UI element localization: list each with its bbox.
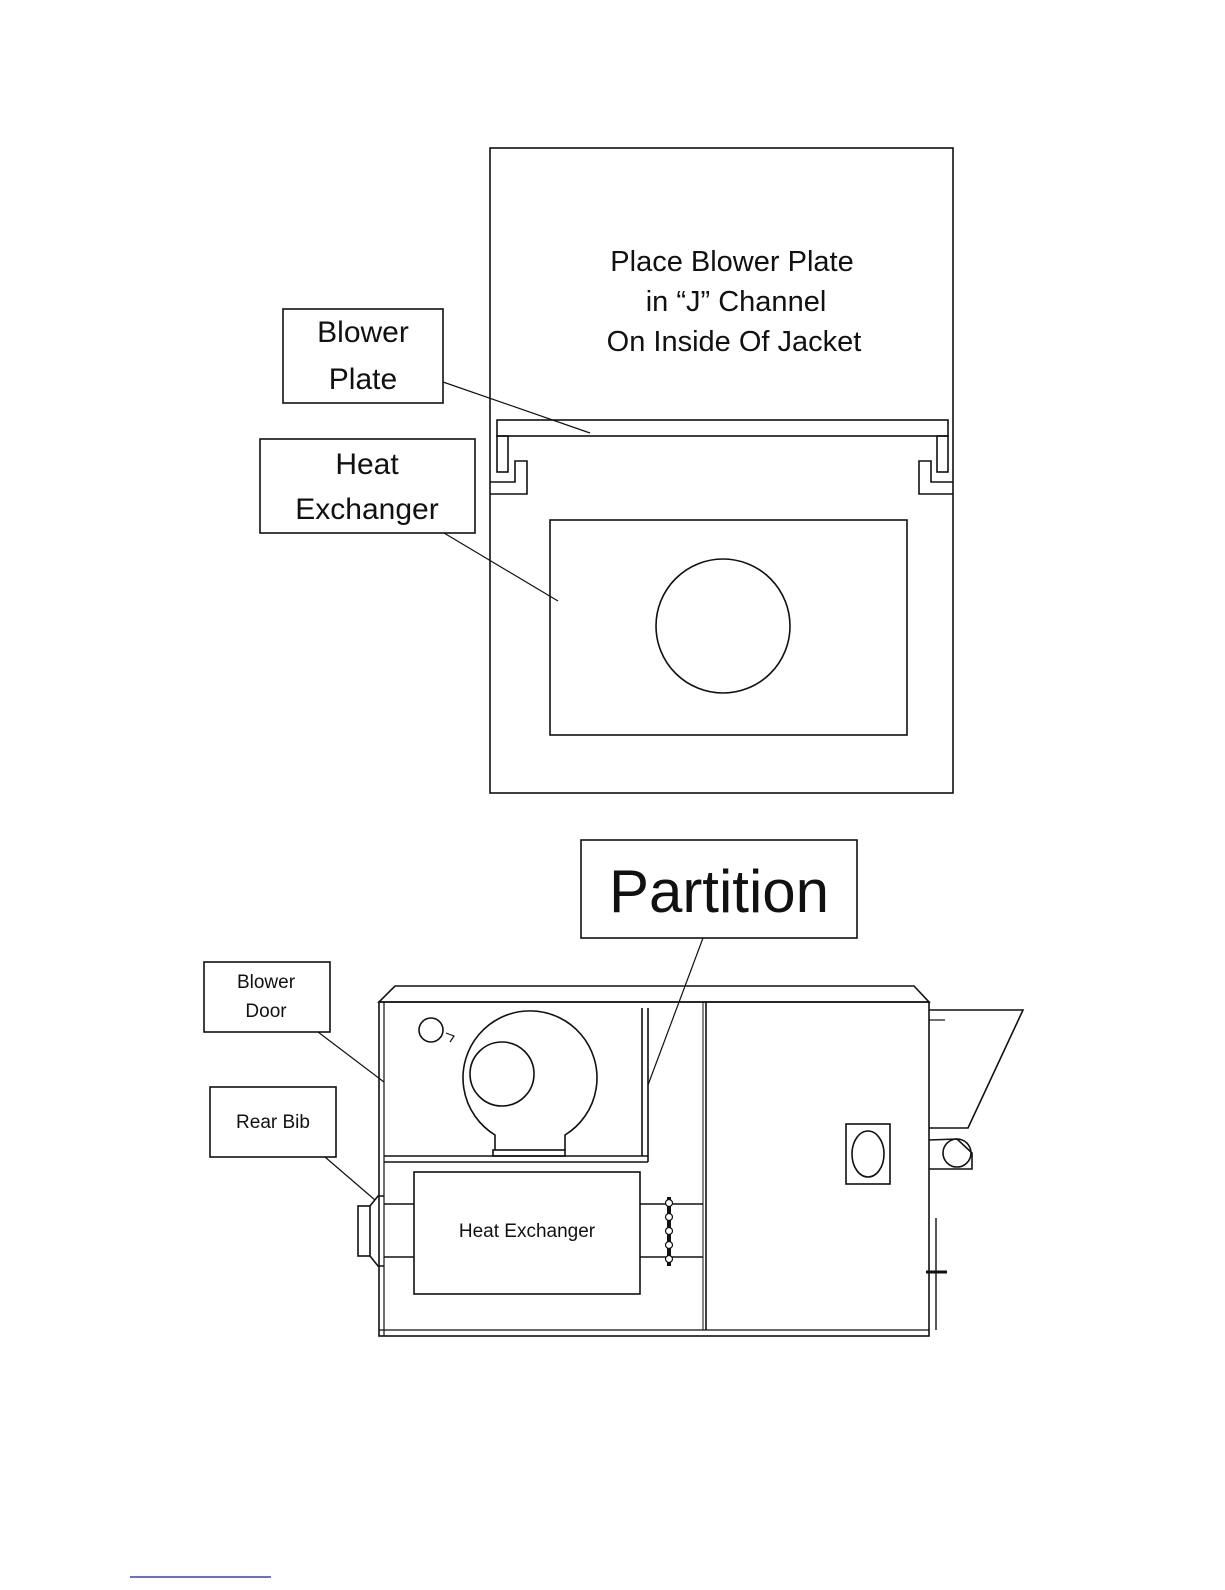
leader-heat-exchanger — [444, 533, 558, 601]
top-diagram: Place Blower Plate in “J” Channel On Ins… — [260, 148, 953, 793]
leader-blower-door — [318, 1032, 384, 1082]
jacket-outline — [490, 148, 953, 793]
feed-hopper — [929, 1010, 1023, 1128]
blower-motor-clip — [446, 1033, 454, 1042]
leader-blower-plate — [443, 382, 590, 433]
instruction-line-2: in “J” Channel — [646, 286, 827, 318]
callout-blower-plate-line-1: Blower — [317, 316, 409, 349]
heat-exchanger-body — [550, 520, 907, 735]
leader-rear-bib — [325, 1157, 375, 1200]
callout-heat-exchanger-line-2: Exchanger — [295, 493, 438, 526]
sight-glass-window — [852, 1131, 884, 1177]
rear-bib-bracket — [370, 1196, 384, 1266]
callout-blower-door-line-1: Blower — [237, 972, 296, 993]
bottom-diagram: Heat Exchanger Partition Blower Door — [204, 840, 1023, 1336]
callout-rear-bib-label: Rear Bib — [236, 1112, 310, 1133]
blower-plate — [497, 420, 948, 436]
plate-left-lip — [497, 436, 508, 472]
callout-blower-door-line-2: Door — [245, 1001, 287, 1022]
heat-exchanger-flue-opening — [656, 559, 790, 693]
instruction-line-3: On Inside Of Jacket — [607, 326, 862, 358]
callout-blower-plate-line-2: Plate — [329, 363, 397, 396]
rear-flue-collar — [384, 1204, 414, 1257]
draft-fan — [943, 1139, 971, 1167]
instruction-line-1: Place Blower Plate — [610, 246, 853, 278]
rear-bib-plate — [358, 1206, 370, 1256]
blower-housing — [463, 1011, 597, 1150]
blower-outlet — [493, 1150, 565, 1156]
blower-wheel — [470, 1042, 534, 1106]
leader-partition — [648, 938, 703, 1085]
callout-partition-label: Partition — [609, 858, 829, 925]
cabinet-top-lip — [379, 986, 929, 1002]
heat-exchanger-label: Heat Exchanger — [459, 1221, 596, 1242]
callout-heat-exchanger-line-1: Heat — [335, 448, 399, 481]
plate-right-lip — [937, 436, 948, 472]
blower-motor — [419, 1018, 443, 1042]
